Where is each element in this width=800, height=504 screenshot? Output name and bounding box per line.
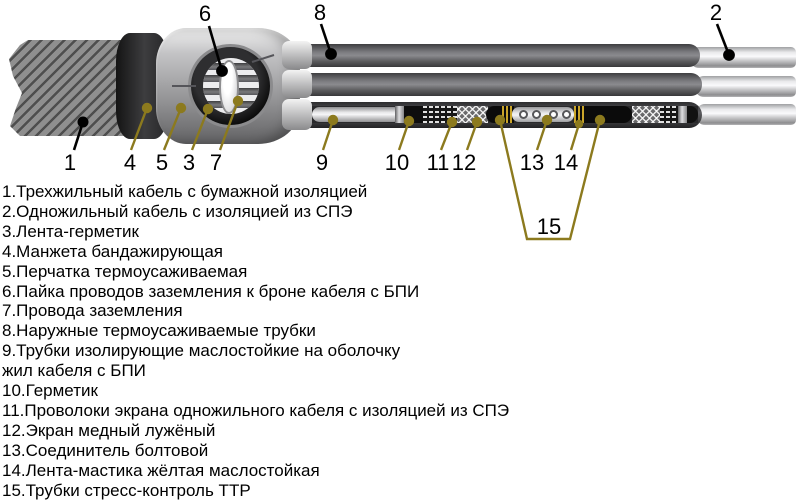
outer-heatshrink-tube-middle — [298, 73, 702, 96]
callout-3: 3 — [182, 150, 196, 175]
bolted-connector — [512, 107, 574, 122]
legend-line: 9.Трубки изолирующие маслостойкие на обо… — [2, 341, 401, 361]
legend-line: 12.Экран медный лужёный — [2, 420, 216, 440]
glove-finger-bottom — [282, 99, 312, 130]
callout-4: 4 — [123, 150, 137, 175]
callout-8: 8 — [313, 0, 327, 25]
callout-5: 5 — [155, 150, 169, 175]
callout-11: 11 — [426, 150, 450, 175]
legend-line: 1.Трехжильный кабель с бумажной изоляцие… — [2, 182, 368, 201]
bolt-icon — [532, 110, 541, 119]
sealant-band — [404, 106, 423, 123]
legend: 1.Трехжильный кабель с бумажной изоляцие… — [2, 182, 798, 501]
oil-resistant-tube — [312, 107, 396, 122]
bolt-icon — [519, 110, 528, 119]
stress-control-tube-right — [584, 106, 632, 123]
callout-12: 12 — [451, 150, 477, 175]
bolt-icon — [549, 110, 558, 119]
joint-end-cap — [687, 106, 698, 123]
legend-line: жил кабеля с БПИ — [2, 361, 146, 381]
screen-wires-pattern-right — [660, 106, 678, 123]
legend-line: 5.Перчатка термоусаживаемая — [2, 261, 248, 281]
mastic-stripes-left — [502, 106, 512, 123]
legend-line: 14.Лента-мастика жёлтая маслостойкая — [2, 460, 320, 480]
callout-7: 7 — [209, 150, 223, 175]
glove-finger-middle — [282, 70, 312, 98]
callout-6: 6 — [198, 1, 212, 26]
callout-14: 14 — [553, 150, 579, 175]
mastic-stripes-right — [574, 106, 584, 123]
legend-line: 13.Соединитель болтовой — [2, 440, 209, 460]
screen-wires-pattern-left — [423, 106, 457, 123]
paper-insulated-cable — [9, 40, 124, 136]
legend-line: 2.Одножильный кабель с изоляцией из СПЭ — [2, 201, 353, 221]
single-core-cable-bottom — [696, 104, 796, 125]
callout-9: 9 — [315, 150, 329, 175]
legend-line: 7.Провода заземления — [2, 301, 183, 321]
bolt-icon — [562, 110, 571, 119]
tube-end-ring-right — [678, 106, 687, 123]
legend-line: 8.Наружные термоусаживаемые трубки — [2, 321, 316, 341]
callout-15: 15 — [536, 214, 562, 239]
legend-line: 10.Герметик — [2, 381, 98, 401]
single-core-cable-top — [690, 47, 796, 68]
tube-end-ring-left — [395, 106, 404, 123]
outer-heatshrink-tube-top — [298, 44, 700, 67]
legend-line: 15.Трубки стресс-контроль ТТР — [2, 480, 251, 500]
legend-line: 4.Манжета бандажирующая — [2, 241, 223, 261]
legend-line: 11.Проволоки экрана одножильного кабеля … — [2, 400, 510, 420]
joint-cutaway-interior — [306, 106, 698, 123]
callout-2: 2 — [709, 0, 723, 25]
legend-line: 6.Пайка проводов заземления к броне кабе… — [2, 281, 420, 301]
copper-screen-mesh-right — [632, 106, 660, 123]
callout-13: 13 — [519, 150, 545, 175]
solder-joint-oval — [219, 60, 239, 114]
single-core-cable-middle — [695, 76, 796, 97]
callout-1: 1 — [63, 150, 77, 175]
copper-screen-mesh-left — [457, 106, 488, 123]
callout-10: 10 — [384, 150, 410, 175]
legend-line: 3.Лента-герметик — [2, 221, 139, 241]
glove-finger-top — [282, 41, 312, 69]
